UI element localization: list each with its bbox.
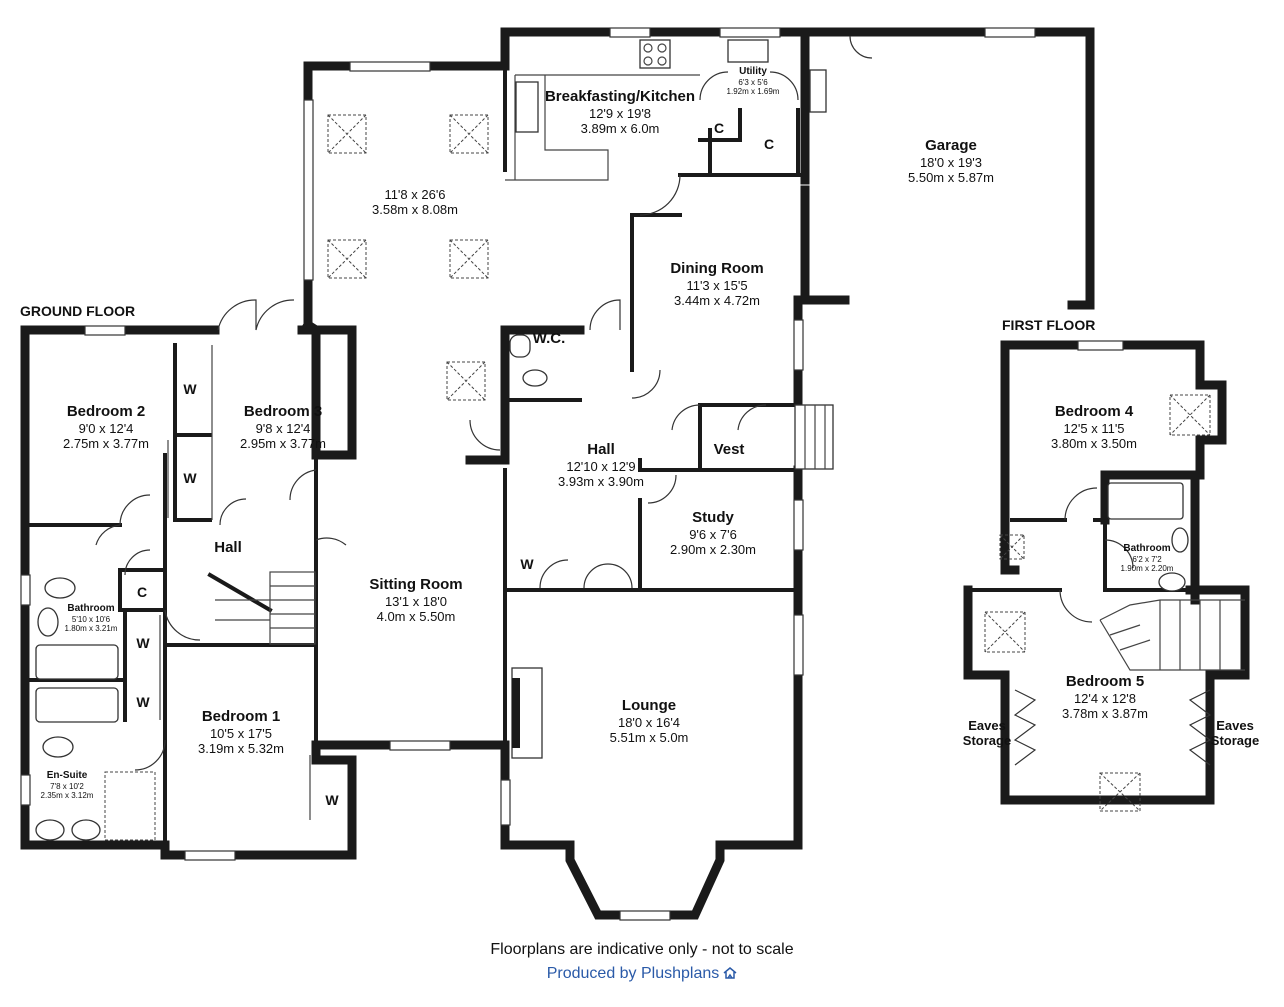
room-hall-main: Hall 12'10 x 12'9 3.93m x 3.90m: [558, 441, 644, 490]
room-dining: Dining Room 11'3 x 15'5 3.44m x 4.72m: [670, 260, 764, 309]
basin-first: [1171, 527, 1189, 553]
wardrobe-bed3-upper: W: [183, 381, 197, 397]
room-kitchen: Breakfasting/Kitchen 12'9 x 19'8 3.89m x…: [544, 88, 696, 137]
cupboard-kitchen: C: [713, 120, 725, 136]
cupboard-utility: C: [763, 136, 775, 152]
skylights-ground: [327, 114, 489, 401]
ground-floor-title: GROUND FLOOR: [20, 303, 136, 319]
garage-step: [809, 69, 827, 113]
window-sitting: [389, 740, 451, 751]
room-utility: Utility 6'3 x 5'6 1.92m x 1.69m: [726, 66, 780, 97]
room-ensuite: En-Suite 7'8 x 10'2 2.35m x 3.12m: [40, 770, 94, 801]
doors-first: [1013, 487, 1212, 766]
room-vest: Vest: [713, 441, 745, 458]
room-bedroom-2: Bedroom 2 9'0 x 12'4 2.75m x 3.77m: [63, 403, 149, 452]
room-bedroom-3: Bedroom 3 9'8 x 12'4 2.95m x 3.77m: [240, 403, 326, 452]
garage-wall-left: [800, 27, 850, 305]
wc-toilet: [522, 369, 548, 387]
wardrobe-doors: [159, 345, 311, 820]
window-bed1: [184, 850, 236, 861]
outer-wall-hall-left: [465, 325, 510, 465]
room-sitting: Sitting Room 13'1 x 18'0 4.0m x 5.50m: [369, 576, 463, 625]
first-floor-interior: [966, 518, 1192, 592]
basin-ensuite-2: [71, 819, 101, 841]
kitchen-worktop: [505, 74, 700, 181]
room-bedroom-1: Bedroom 1 10'5 x 17'5 3.19m x 5.32m: [198, 708, 284, 757]
wardrobe-bed3-lower: W: [183, 470, 197, 486]
bath-ensuite: [35, 687, 119, 723]
stairs-first: [1099, 599, 1245, 671]
room-eaves-left: Eaves Storage: [962, 718, 1012, 749]
window-bed2: [84, 325, 126, 336]
outer-wall-bed3: [297, 325, 357, 460]
room-bedroom-4: Bedroom 4 12'5 x 11'5 3.80m x 3.50m: [1051, 403, 1137, 452]
wardrobe-sitting: W: [325, 792, 339, 808]
window-bay-front: [619, 910, 671, 921]
window-ensuite: [20, 774, 31, 806]
credit-text: Produced by Plushplans: [546, 965, 720, 982]
window-study: [793, 499, 804, 551]
basin-bathroom: [37, 607, 59, 637]
wardrobe-bed1-upper: W: [136, 635, 150, 651]
window-kitchen: [609, 27, 651, 38]
room-study: Study 9'6 x 7'6 2.90m x 2.30m: [670, 509, 756, 558]
wc-basin: [509, 334, 531, 358]
toilet-bathroom: [44, 577, 76, 599]
disclaimer-text: Floorplans are indicative only - not to …: [490, 941, 794, 958]
utility-sink: [727, 39, 769, 63]
room-hall-bedrooms: Hall: [214, 539, 242, 556]
room-lounge: Lounge 18'0 x 16'4 5.51m x 5.0m: [609, 697, 689, 746]
room-open-area: 11'8 x 26'6 3.58m x 8.08m: [372, 187, 458, 218]
window-utility: [719, 27, 781, 38]
room-wc: W.C.: [532, 330, 566, 347]
room-bathroom: Bathroom 5'10 x 10'6 1.80m x 3.21m: [64, 603, 118, 634]
doors-ground: [95, 35, 873, 771]
window-lounge-side: [793, 614, 804, 676]
room-bedroom-5: Bedroom 5 12'4 x 12'8 3.78m x 3.87m: [1062, 673, 1148, 722]
toilet-first: [1158, 572, 1186, 592]
window-bed4: [1077, 340, 1124, 351]
window-side-long: [303, 99, 314, 281]
cupboard-hall: C: [136, 584, 148, 600]
credit-line: Produced by Plushplans: [0, 965, 1284, 983]
bath-ground: [35, 644, 119, 680]
window-dining: [793, 319, 804, 371]
wardrobe-bed1-lower: W: [136, 694, 150, 710]
wardrobe-hall: W: [520, 556, 534, 572]
toilet-ensuite: [42, 736, 74, 758]
bath-first: [1107, 482, 1184, 520]
basin-ensuite-1: [35, 819, 65, 841]
room-garage: Garage 18'0 x 19'3 5.50m x 5.87m: [908, 137, 994, 186]
entrance-steps: [794, 404, 834, 470]
window-garage: [984, 27, 1036, 38]
window-bathroom: [20, 574, 31, 606]
first-floor-outer-wall: [963, 340, 1250, 805]
first-floor-title: FIRST FLOOR: [1002, 317, 1096, 333]
stairs-ground: [215, 571, 316, 645]
skylights-first: [984, 394, 1211, 812]
shower-ensuite: [104, 771, 156, 841]
kitchen-sink: [515, 81, 539, 133]
outer-wall-north: [303, 27, 1095, 330]
window-top-1: [349, 61, 431, 72]
outer-wall-sitting: [301, 318, 323, 460]
interior-walls: [28, 64, 807, 847]
room-eaves-right: Eaves Storage: [1210, 718, 1260, 749]
window-lounge-left: [500, 779, 511, 826]
house-logo-icon: [723, 967, 737, 979]
room-bathroom-first: Bathroom 6'2 x 7'2 1.90m x 2.20m: [1120, 543, 1174, 574]
